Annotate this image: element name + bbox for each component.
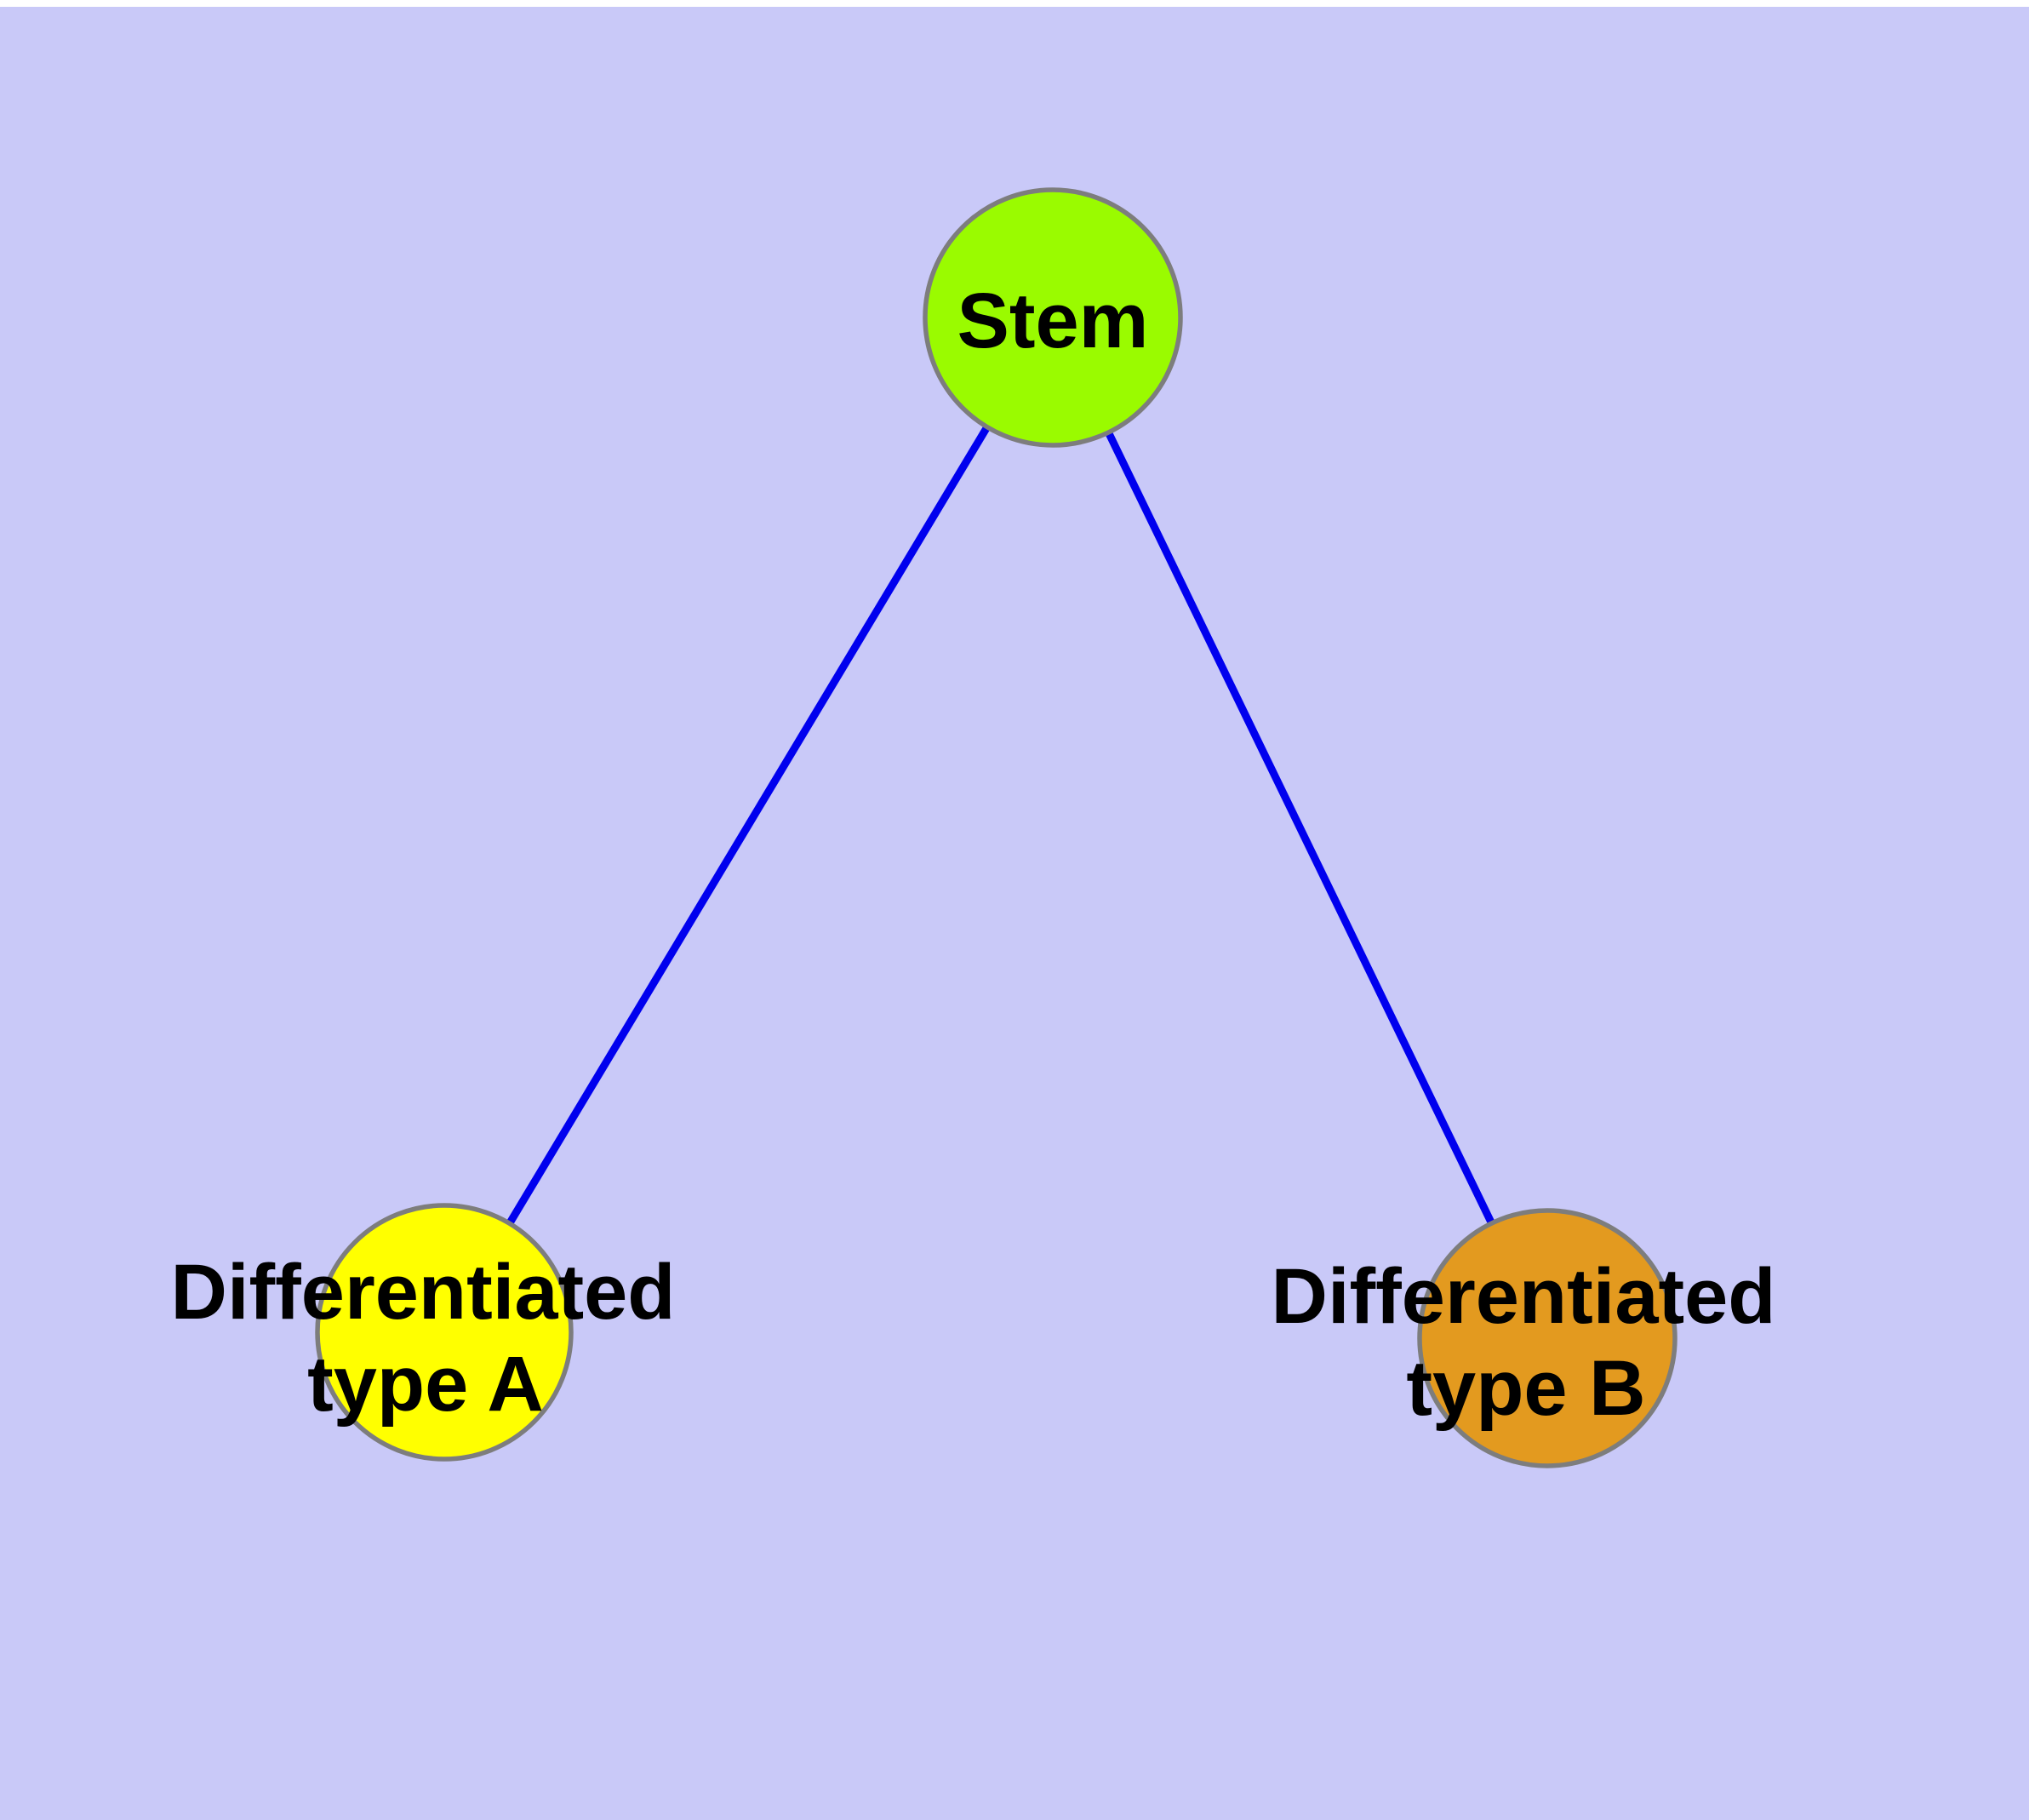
edge-stem-to-type-b <box>1049 316 1552 1340</box>
node-stem <box>923 187 1183 448</box>
node-type-a-label-line-1: Differentiated <box>171 1249 676 1336</box>
node-stem-label: Stem <box>957 278 1149 364</box>
node-type-b-label-line-2: type B <box>1406 1345 1645 1432</box>
top-page-margin <box>0 0 2029 7</box>
node-differentiated-type-a <box>315 1203 574 1462</box>
node-differentiated-type-b <box>1417 1208 1677 1468</box>
edge-stem-to-type-a <box>441 315 1056 1335</box>
node-type-a-label-line-2: type A <box>307 1341 544 1428</box>
node-type-b-label-line-1: Differentiated <box>1272 1253 1776 1340</box>
